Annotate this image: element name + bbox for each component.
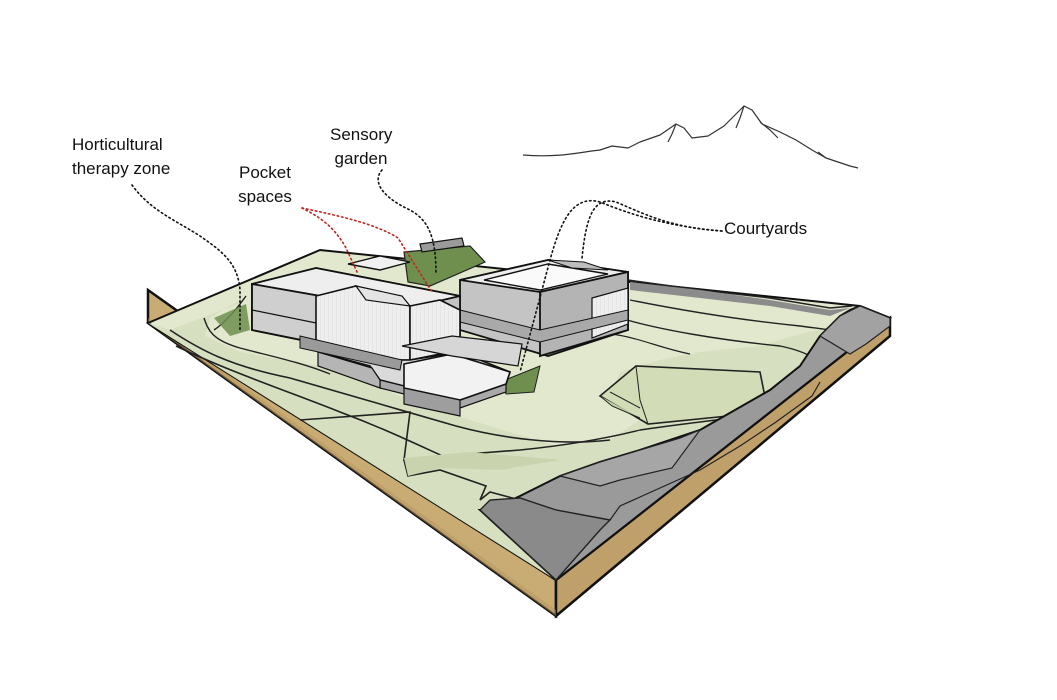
label-pocket-spaces: Pocket spaces (237, 161, 293, 209)
leader-sensory (377, 169, 437, 275)
label-sensory-line1: Sensory (330, 125, 393, 144)
label-horticultural-line1: Horticultural (72, 135, 163, 154)
leader-pocket-1 (301, 207, 359, 275)
label-sensory-garden: Sensory garden (330, 123, 392, 171)
mountain-sketch-icon (522, 105, 859, 169)
label-pocket-line2: spaces (238, 187, 292, 206)
label-pocket-line1: Pocket (239, 163, 291, 182)
label-sensory-line2: garden (334, 149, 388, 168)
label-courtyards-text: Courtyards (724, 219, 808, 238)
building-complex (251, 237, 629, 417)
leader-lines (131, 169, 723, 373)
label-horticultural-therapy-zone: Horticultural therapy zone (72, 133, 170, 181)
green-areas (214, 245, 541, 395)
label-horticultural-line2: therapy zone (72, 159, 171, 178)
site-road (477, 279, 892, 582)
leader-courtyards-1 (519, 199, 723, 373)
leader-pocket-2 (301, 207, 433, 293)
leader-horticultural (131, 184, 241, 333)
leader-courtyards-2 (581, 200, 723, 259)
label-courtyards: Courtyards (724, 217, 807, 241)
